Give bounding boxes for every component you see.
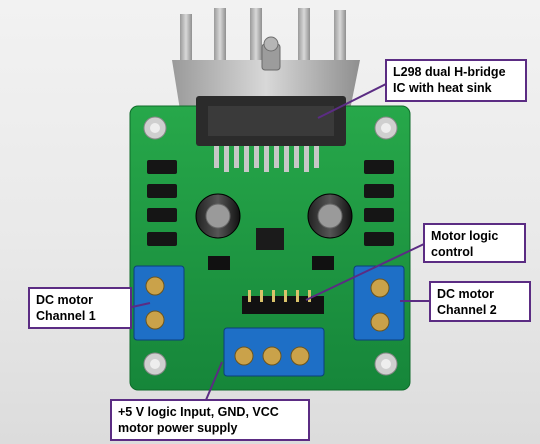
diodes-right xyxy=(364,160,394,246)
jumper-right xyxy=(312,256,334,270)
capacitors xyxy=(195,193,353,239)
terminal-power xyxy=(223,327,325,377)
callout-dc-motor-channel-2: DC motor Channel 2 xyxy=(429,281,531,322)
heat-sink xyxy=(172,8,360,110)
callout-dc-motor-channel-1: DC motor Channel 1 xyxy=(28,287,132,329)
callout-motor-logic-control: Motor logic control xyxy=(423,223,526,263)
callout-power-input: +5 V logic Input, GND, VCC motor power s… xyxy=(110,399,310,441)
terminal-channel-2 xyxy=(353,265,405,341)
jumper-left xyxy=(208,256,230,270)
callout-l298-ic: L298 dual H-bridge IC with heat sink xyxy=(385,59,527,102)
terminal-channel-1 xyxy=(133,265,185,341)
logic-header xyxy=(242,290,324,314)
diodes-left xyxy=(147,160,177,246)
voltage-regulator xyxy=(256,228,284,250)
l298-ic xyxy=(196,96,346,172)
callout-pointers xyxy=(131,83,429,401)
